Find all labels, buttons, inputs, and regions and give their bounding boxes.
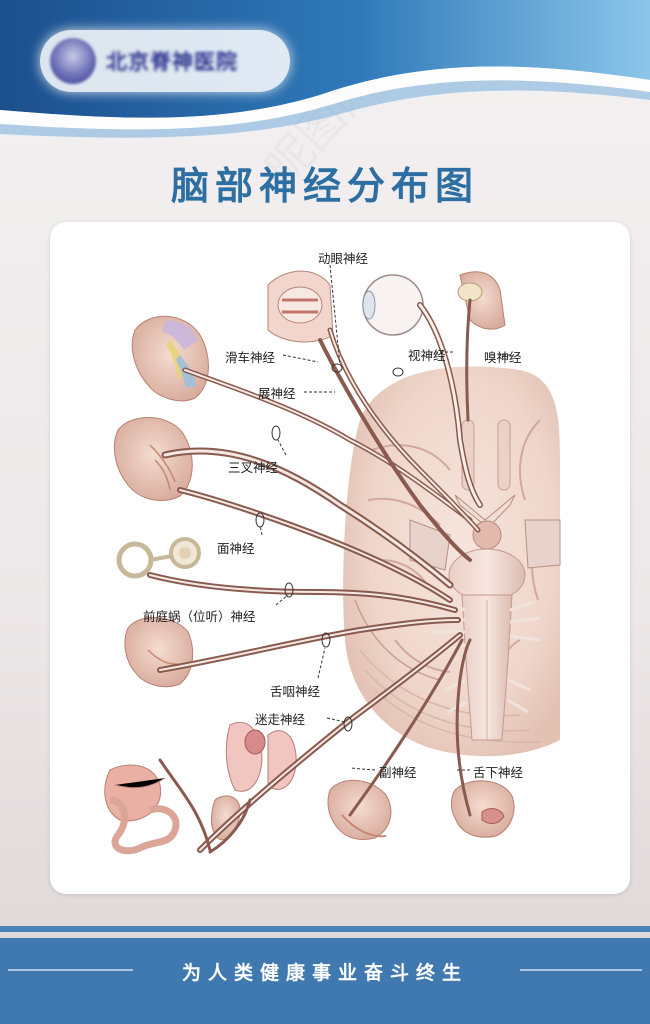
footer-rule-right <box>520 969 642 971</box>
label-vagus-nerve: 迷走神经 <box>255 712 306 727</box>
label-trigeminal-nerve: 三叉神经 <box>228 460 279 475</box>
page-title: 脑部神经分布图 <box>170 163 479 208</box>
label-olfactory-nerve: 嗅神经 <box>484 350 522 365</box>
leader-lines <box>259 264 512 771</box>
logo-emblem-icon <box>50 38 96 84</box>
head-profile-illustration <box>131 315 209 402</box>
inner-ear-illustration <box>116 537 201 579</box>
nose-illustration <box>457 271 506 330</box>
logo-text: 北京脊神医院 <box>106 50 238 74</box>
lower-face-illustration <box>450 780 515 838</box>
hospital-logo: 北京脊神医院 <box>40 30 290 92</box>
head-profile-illustration <box>113 417 193 501</box>
label-abducens-nerve: 展神经 <box>258 386 296 401</box>
label-trochlear-nerve: 滑车神经 <box>225 350 276 365</box>
footer-rule-left <box>8 969 133 971</box>
footer-band <box>0 938 650 1024</box>
footer-divider <box>0 926 650 932</box>
label-glossopharyngeal-nerve: 舌咽神经 <box>270 684 321 699</box>
neck-illustration <box>327 779 392 840</box>
brain-base <box>343 366 561 757</box>
label-optic-nerve: 视神经 <box>408 348 446 363</box>
nerve-bundles <box>147 298 483 854</box>
thoracic-organs-illustration <box>104 722 297 855</box>
footer-slogan: 为人类健康事业奋斗终生 <box>181 962 468 984</box>
label-hypoglossal-nerve: 舌下神经 <box>473 765 524 780</box>
face-illustration <box>124 616 194 688</box>
orbit-illustration <box>267 270 334 343</box>
eyeball-illustration <box>362 274 424 336</box>
label-facial-nerve: 面神经 <box>217 541 255 556</box>
label-oculomotor-nerve: 动眼神经 <box>318 251 369 266</box>
label-accessory-nerve: 副神经 <box>379 765 417 780</box>
label-vestibulocochlear-nerve: 前庭蜗（位听）神经 <box>143 609 256 624</box>
